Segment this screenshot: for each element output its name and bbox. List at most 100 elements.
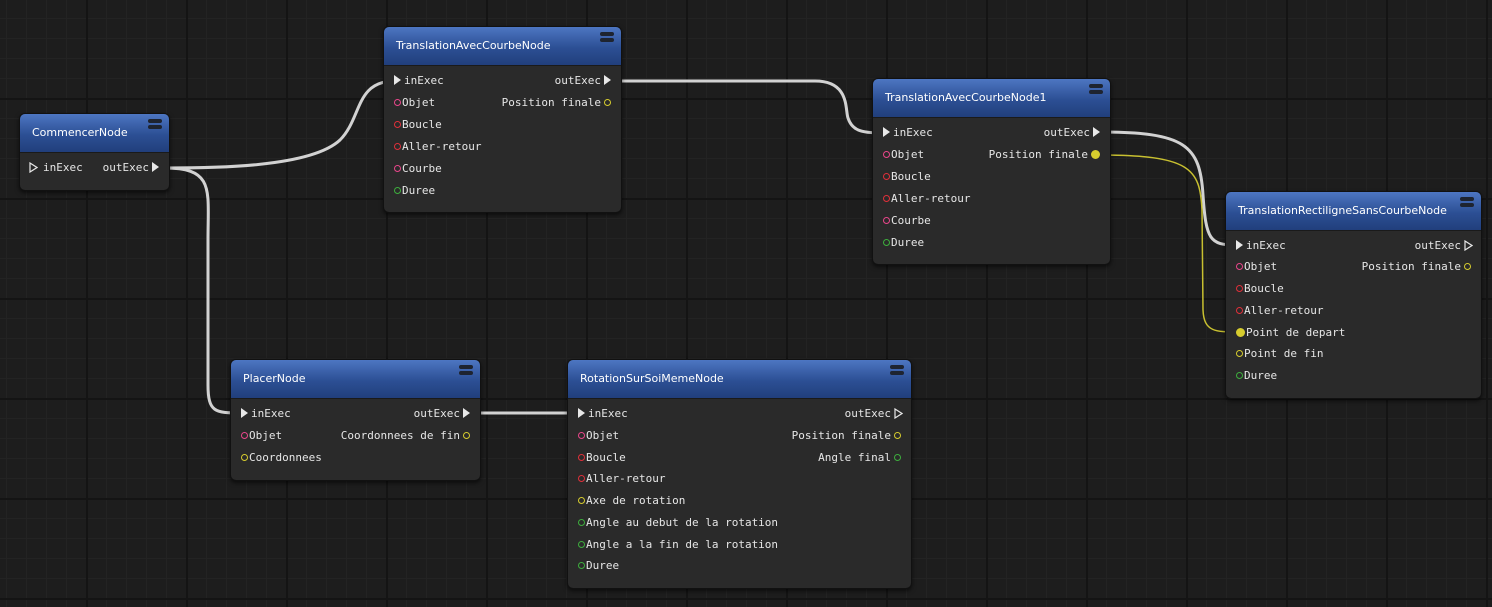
pin-in-exec[interactable]: inExec [29, 160, 83, 176]
wire-commencer-to-placer[interactable] [164, 166, 241, 415]
pin-in-duree[interactable]: Duree [1236, 368, 1277, 384]
menu-icon[interactable] [600, 32, 614, 43]
pin-out-position-finale[interactable]: Position finale [989, 147, 1100, 163]
pin-dot-icon [578, 496, 585, 504]
pin-out-position-finale[interactable]: Position finale [792, 428, 901, 444]
pin-out-exec[interactable]: outExec [414, 406, 470, 422]
pin-in-duree[interactable]: Duree [578, 558, 619, 574]
pin-in-exec[interactable]: inExec [578, 406, 628, 422]
pin-dot-icon [1236, 306, 1243, 314]
pin-in-boucle[interactable]: Boucle [1236, 281, 1284, 297]
pin-out-position-finale[interactable]: Position finale [502, 95, 611, 111]
pin-dot-icon [883, 194, 890, 202]
menu-icon[interactable] [459, 365, 473, 376]
node-header[interactable]: TranslationRectiligneSansCourbeNode [1226, 192, 1481, 231]
pin-out-exec[interactable]: outExec [845, 406, 903, 422]
node-header[interactable]: CommencerNode [20, 114, 169, 153]
pin-in-aller-retour[interactable]: Aller-retour [578, 471, 665, 487]
node-title: RotationSurSoiMemeNode [580, 372, 724, 385]
pin-in-point-de-fin[interactable]: Point de fin [1236, 346, 1323, 362]
pin-out-coordonnees-de-fin[interactable]: Coordonnees de fin [341, 428, 470, 444]
exec-in-icon [241, 408, 248, 418]
node-title: TranslationRectiligneSansCourbeNode [1238, 204, 1447, 217]
pin-in-duree[interactable]: Duree [394, 183, 435, 199]
wire-translation1-to-rectiligne[interactable] [1099, 130, 1237, 247]
pin-dot-icon [394, 98, 401, 106]
pin-out-exec[interactable]: outExec [555, 73, 611, 89]
node-title: CommencerNode [32, 126, 128, 139]
exec-out-icon [1464, 240, 1473, 251]
pin-in-boucle[interactable]: Boucle [883, 169, 931, 185]
pin-in-exec[interactable]: inExec [1236, 238, 1286, 254]
pin-in-boucle[interactable]: Boucle [394, 117, 442, 133]
pin-in-aller-retour[interactable]: Aller-retour [1236, 303, 1323, 319]
pin-dot-icon [883, 150, 890, 158]
pin-in-exec[interactable]: inExec [241, 406, 291, 422]
pin-in-exec[interactable]: inExec [394, 73, 444, 89]
pin-in-aller-retour[interactable]: Aller-retour [394, 139, 481, 155]
exec-out-icon [604, 75, 611, 85]
pin-out-angle-final[interactable]: Angle final [818, 450, 901, 466]
wire-translation-to-translation1[interactable] [612, 79, 883, 135]
pin-in-objet[interactable]: Objet [883, 147, 924, 163]
exec-out-icon [463, 408, 470, 418]
menu-icon[interactable] [148, 119, 162, 130]
exec-in-icon [29, 162, 38, 173]
pin-dot-icon [578, 561, 585, 569]
pin-in-objet[interactable]: Objet [1236, 259, 1277, 275]
pin-out-exec[interactable]: outExec [103, 160, 159, 176]
node-translation-avec-courbe[interactable]: TranslationAvecCourbeNode inExec outExec… [383, 26, 622, 213]
pin-in-boucle[interactable]: Boucle [578, 450, 626, 466]
node-placer[interactable]: PlacerNode inExec outExec Objet Coordonn… [230, 359, 481, 481]
pin-dot-icon [578, 474, 585, 482]
pin-dot-icon [241, 431, 248, 439]
node-commencer[interactable]: CommencerNode inExec outExec [19, 113, 170, 191]
wire-commencer-to-translation[interactable] [164, 79, 396, 170]
pin-dot-icon [1236, 327, 1245, 337]
node-rotation-sur-soi-meme[interactable]: RotationSurSoiMemeNode inExec outExec Ob… [567, 359, 912, 589]
node-header[interactable]: RotationSurSoiMemeNode [568, 360, 911, 399]
pin-in-exec[interactable]: inExec [883, 125, 933, 141]
pin-in-aller-retour[interactable]: Aller-retour [883, 191, 970, 207]
menu-icon[interactable] [1460, 197, 1474, 208]
pin-dot-icon [1236, 284, 1243, 292]
node-header[interactable]: TranslationAvecCourbeNode [384, 27, 621, 66]
pin-dot-icon [883, 216, 890, 224]
pin-out-exec[interactable]: outExec [1415, 238, 1473, 254]
pin-dot-icon [1236, 262, 1243, 270]
pin-in-duree[interactable]: Duree [883, 235, 924, 251]
pin-dot-icon [578, 431, 585, 439]
node-header[interactable]: TranslationAvecCourbeNode1 [873, 79, 1110, 118]
pin-dot-icon [1236, 349, 1243, 357]
menu-icon[interactable] [1089, 84, 1103, 95]
node-title: PlacerNode [243, 372, 306, 385]
exec-out-icon [1093, 127, 1100, 137]
node-translation-rectiligne[interactable]: TranslationRectiligneSansCourbeNode inEx… [1225, 191, 1482, 399]
menu-icon[interactable] [890, 365, 904, 376]
pin-in-coordonnees[interactable]: Coordonnees [241, 450, 322, 466]
pin-in-point-de-depart[interactable]: Point de depart [1236, 325, 1345, 341]
pin-dot-icon [394, 120, 401, 128]
pin-dot-icon [578, 453, 585, 461]
pin-dot-icon [463, 431, 470, 439]
pin-in-objet[interactable]: Objet [241, 428, 282, 444]
node-header[interactable]: PlacerNode [231, 360, 480, 399]
exec-in-icon [394, 75, 401, 85]
pin-in-courbe[interactable]: Courbe [394, 161, 442, 177]
pin-in-axe-de-rotation[interactable]: Axe de rotation [578, 493, 685, 509]
pin-in-objet[interactable]: Objet [394, 95, 435, 111]
pin-in-angle-fin[interactable]: Angle a la fin de la rotation [578, 537, 778, 553]
pin-out-position-finale[interactable]: Position finale [1362, 259, 1471, 275]
wire-position-to-point-depart[interactable] [1097, 154, 1241, 333]
pin-out-exec[interactable]: outExec [1044, 125, 1100, 141]
pin-dot-icon [894, 453, 901, 461]
pin-dot-icon [578, 540, 585, 548]
exec-out-icon [152, 162, 159, 172]
node-title: TranslationAvecCourbeNode1 [885, 91, 1047, 104]
pin-in-angle-debut[interactable]: Angle au debut de la rotation [578, 515, 778, 531]
pin-in-courbe[interactable]: Courbe [883, 213, 931, 229]
node-translation-avec-courbe-1[interactable]: TranslationAvecCourbeNode1 inExec outExe… [872, 78, 1111, 265]
pin-in-objet[interactable]: Objet [578, 428, 619, 444]
pin-dot-icon [1236, 371, 1243, 379]
exec-out-icon [894, 408, 903, 419]
